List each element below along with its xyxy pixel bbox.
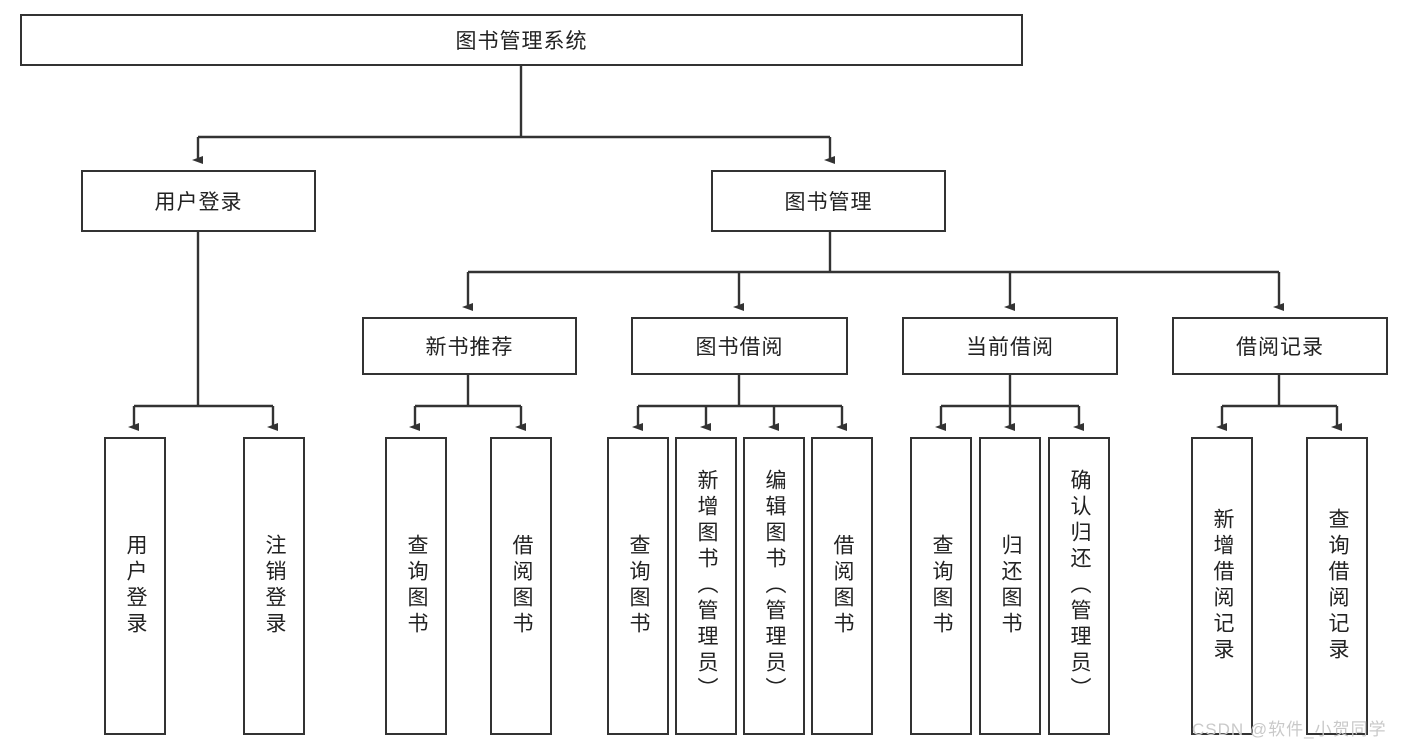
node-label: 用户登录	[154, 191, 243, 214]
node-label: 借阅图书	[510, 534, 534, 638]
node-root-system[interactable]: 图书管理系统	[20, 14, 1023, 66]
leaf-new-book-borrow[interactable]: 借阅图书	[490, 437, 552, 735]
node-book-borrow[interactable]: 图书借阅	[631, 317, 848, 375]
leaf-record-add[interactable]: 新增借阅记录	[1191, 437, 1253, 735]
node-label: 注销登录	[263, 534, 287, 638]
node-label: 查询图书	[627, 534, 651, 638]
node-label: 当前借阅	[966, 336, 1054, 359]
node-label: 图书管理系统	[455, 30, 588, 53]
node-label: 查询图书	[930, 534, 954, 638]
node-label: 确认归还（管理员）	[1068, 469, 1092, 703]
leaf-user-login-login[interactable]: 用户登录	[104, 437, 166, 735]
node-label: 图书借阅	[695, 336, 784, 359]
node-book-management[interactable]: 图书管理	[711, 170, 946, 232]
leaf-borrow-query-book[interactable]: 查询图书	[607, 437, 669, 735]
node-user-login[interactable]: 用户登录	[81, 170, 316, 232]
leaf-current-confirm-return[interactable]: 确认归还（管理员）	[1048, 437, 1110, 735]
node-label: 归还图书	[999, 534, 1023, 638]
node-borrow-record[interactable]: 借阅记录	[1172, 317, 1388, 375]
leaf-current-return-book[interactable]: 归还图书	[979, 437, 1041, 735]
leaf-current-query-book[interactable]: 查询图书	[910, 437, 972, 735]
node-new-book-recommend[interactable]: 新书推荐	[362, 317, 577, 375]
leaf-borrow-borrow-book[interactable]: 借阅图书	[811, 437, 873, 735]
leaf-user-login-logout[interactable]: 注销登录	[243, 437, 305, 735]
node-label: 用户登录	[124, 534, 148, 638]
node-label: 编辑图书（管理员）	[763, 469, 787, 703]
leaf-borrow-add-book[interactable]: 新增图书（管理员）	[675, 437, 737, 735]
node-label: 图书管理	[784, 191, 873, 214]
node-label: 借阅图书	[831, 534, 855, 638]
leaf-borrow-edit-book[interactable]: 编辑图书（管理员）	[743, 437, 805, 735]
node-label: 新增借阅记录	[1211, 508, 1235, 664]
leaf-new-book-query[interactable]: 查询图书	[385, 437, 447, 735]
node-label: 借阅记录	[1236, 336, 1324, 359]
leaf-record-query[interactable]: 查询借阅记录	[1306, 437, 1368, 735]
node-current-borrow[interactable]: 当前借阅	[902, 317, 1118, 375]
node-label: 新增图书（管理员）	[695, 469, 719, 703]
node-label: 查询借阅记录	[1326, 508, 1350, 664]
node-label: 新书推荐	[425, 336, 514, 359]
node-label: 查询图书	[405, 534, 429, 638]
